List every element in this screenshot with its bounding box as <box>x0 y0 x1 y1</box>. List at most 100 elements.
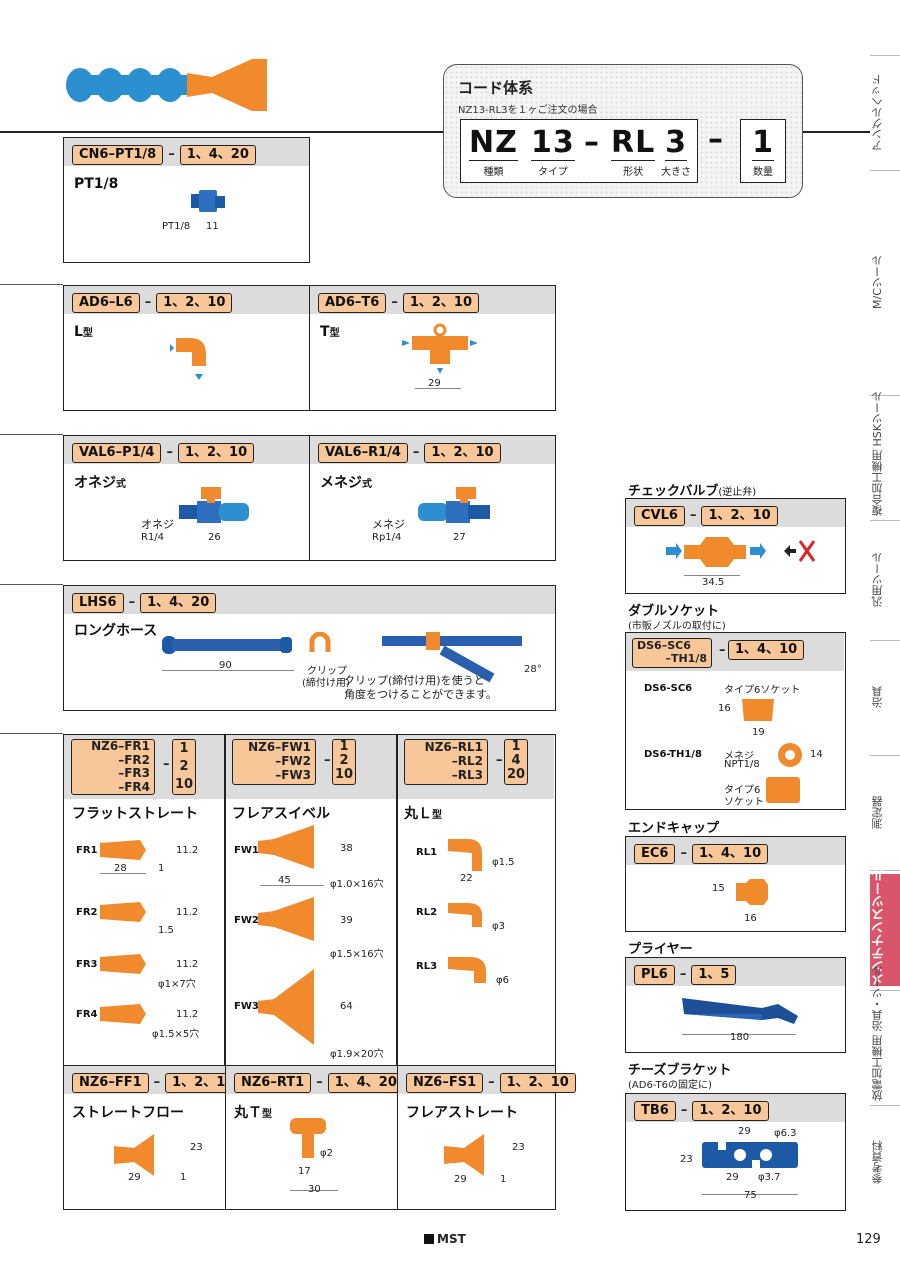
sidebar-item[interactable]: 汎用ツール <box>871 552 884 608</box>
sidebar-divider <box>870 520 900 521</box>
sidebar-divider <box>870 755 900 756</box>
sidebar-item[interactable]: アングルヘッド <box>871 74 884 151</box>
end-cap-title: エンドキャップ <box>628 821 720 836</box>
product-title: 丸Ｔ型 <box>234 1105 272 1121</box>
valve-icon <box>179 487 249 523</box>
header-rule-right <box>803 131 870 133</box>
sidebar-item[interactable]: 参考資料 <box>871 1140 884 1185</box>
code-system-title: コード体系 <box>458 79 534 97</box>
sidebar-item[interactable]: 測定器 <box>871 796 884 829</box>
end-cap-icon <box>736 879 768 905</box>
code-system-subtitle: NZ13-RL3を１ヶご注文の場合 <box>458 105 598 116</box>
code-part-shape: RL 形状 <box>611 125 656 178</box>
product-title: ストレートフロー <box>72 1105 184 1121</box>
code-system-panel: コード体系 NZ13-RL3を１ヶご注文の場合 NZ 種類 13 タイプ – R… <box>443 64 803 198</box>
product-qty: 1、4、20 <box>179 145 256 165</box>
product-code-fr: NZ6–FR1–FR2–FR3–FR4 <box>71 739 155 795</box>
product-code-fw: NZ6–FW1–FW2–FW3 <box>232 739 316 785</box>
logo-mark-icon <box>424 1234 434 1244</box>
connector-icon <box>191 190 225 212</box>
product-val6-p14: VAL6–P1/4–1、2、10 オネジ式 オネジ R1/4 26 <box>63 435 310 561</box>
product-fs1: NZ6–FS1–1、2、10 フレアストレート 23 29 1 <box>397 1065 576 1210</box>
nozzle-fw2-icon <box>258 897 314 941</box>
nozzle-fr1-icon <box>100 840 146 860</box>
check-valve-title: チェックバルブ(逆止弁) <box>628 484 757 499</box>
clip-icon <box>309 632 331 652</box>
product-ad6-l6: AD6–L6–1、2、10 L型 <box>63 285 310 411</box>
code-part-size: 3 大きさ <box>661 125 691 179</box>
product-ff1: NZ6–FF1–1、2、10 ストレートフロー 23 29 1 <box>63 1065 242 1210</box>
product-code: CN6–PT1/8 <box>72 145 164 165</box>
product-ec6: EC6–1、4、10 15 16 <box>625 836 846 932</box>
code-part-nz: NZ 種類 <box>469 125 518 178</box>
product-title: T型 <box>320 324 340 340</box>
socket-type6-icon <box>766 777 800 803</box>
product-title: 丸Ｌ型 <box>404 806 442 822</box>
product-title: L型 <box>74 324 93 340</box>
product-ad6-t6: AD6–T6–1、2、10 T型 29 <box>309 285 556 411</box>
product-val6-r14: VAL6–R1/4–1、2、10 メネジ式 メネジ Rp1/4 27 <box>309 435 556 561</box>
double-socket-title: ダブルソケット <box>628 604 720 619</box>
product-title: PT1/8 <box>74 176 119 192</box>
sidebar-item[interactable]: 治具 <box>871 686 884 709</box>
product-title: オネジ式 <box>74 475 126 491</box>
nozzle-rl2-icon <box>448 903 482 927</box>
check-valve-icon <box>666 537 816 567</box>
sidebar-divider <box>870 170 900 171</box>
code-qty-segment: 1 数量 <box>740 119 786 183</box>
page-number: 129 <box>856 1232 881 1247</box>
code-dash: – <box>584 125 600 160</box>
socket-sc6-icon <box>742 699 774 721</box>
nozzle-ff1-icon <box>114 1134 154 1176</box>
sidebar-divider <box>870 990 900 991</box>
long-hose-icon <box>162 636 292 654</box>
nozzle-fr4-icon <box>100 1004 146 1024</box>
product-tb6: TB6–1、2、10 29 φ6.3 23 29 φ3.7 75 <box>625 1093 846 1211</box>
nozzle-fw3-icon <box>258 969 314 1045</box>
nozzle-rt1-icon <box>290 1118 326 1158</box>
product-cn6: CN6–PT1/8–1、4、20 PT1/8 PT1/8 11 <box>63 137 310 263</box>
sidebar-item[interactable]: 放電加工機用 治具・ツール <box>871 965 884 1102</box>
sidebar-item[interactable]: M/Cツール <box>871 255 884 310</box>
product-code: DS6–SC6–TH1/8 <box>632 638 712 668</box>
socket-th18-icon <box>778 743 802 767</box>
sidebar-divider <box>870 395 900 396</box>
sidebar-divider <box>870 640 900 641</box>
product-ds6: DS6–SC6–TH1/8 – 1、4、10 DS6-SC6 タイプ6ソケット … <box>625 632 846 810</box>
sidebar-divider <box>870 55 900 56</box>
nozzle-rl3-icon <box>448 957 486 983</box>
bracket-title: チーズブラケット <box>628 1063 732 1078</box>
footer-logo: MST <box>424 1232 466 1246</box>
valve-icon <box>418 487 490 523</box>
header-rule <box>0 131 443 133</box>
product-code-rl: NZ6–RL1–RL2–RL3 <box>404 739 488 785</box>
t-adapter-icon <box>402 323 478 374</box>
hose-illustration <box>66 59 267 111</box>
product-cvl6: CVL6–1、2、10 34.5 <box>625 498 846 594</box>
plier-title: プライヤー <box>628 942 693 957</box>
nozzle-fs1-icon <box>444 1134 484 1176</box>
nozzle-fr3-icon <box>100 954 146 974</box>
sidebar-item[interactable]: 複合加工機用 HSKツール <box>871 391 884 516</box>
product-title: メネジ式 <box>320 475 372 491</box>
product-lhs6: LHS6–1、4、20 ロングホース 90 クリップ (締付け用) 28° クリ… <box>63 585 556 711</box>
bracket-icon <box>702 1142 798 1168</box>
code-part-type: 13 タイプ <box>531 125 575 178</box>
code-dash-2: – <box>708 122 724 157</box>
product-title: フレアスイベル <box>232 806 330 822</box>
sidebar-divider <box>870 1105 900 1106</box>
angled-hose-icon <box>382 632 522 683</box>
sidebar-divider <box>870 870 900 871</box>
code-main-segment: NZ 種類 13 タイプ – RL 形状 3 大きさ <box>460 119 698 183</box>
nozzle-rl1-icon <box>448 839 482 871</box>
product-pl6: PL6–1、5 180 <box>625 957 846 1053</box>
product-title: ロングホース <box>74 623 158 639</box>
plier-icon <box>682 998 798 1024</box>
product-title: フレアストレート <box>406 1105 518 1121</box>
nozzle-fr2-icon <box>100 902 146 922</box>
product-title: フラットストレート <box>72 806 198 822</box>
